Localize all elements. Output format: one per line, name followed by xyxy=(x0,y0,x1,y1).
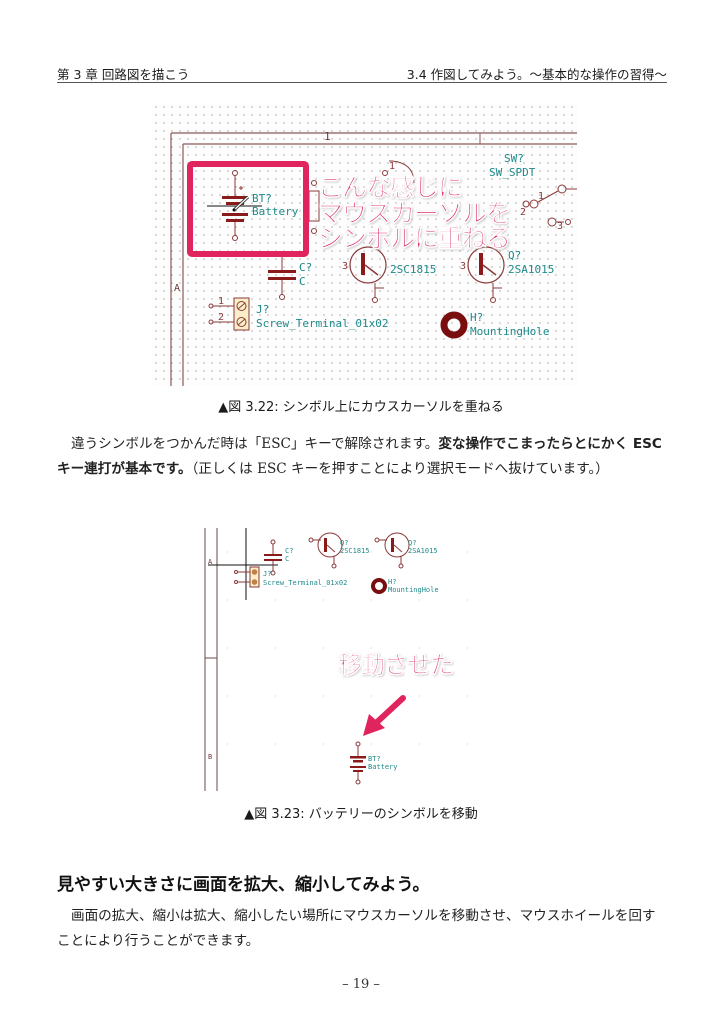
annotation-callout: こんな感じに マウスカーソルを シンボルに重ねる xyxy=(318,173,512,253)
sheet-row-a: A xyxy=(208,558,213,566)
transistor2-ref: Q? xyxy=(508,249,522,262)
fig2-transistor1-value: 2SC1815 xyxy=(340,547,370,555)
page-number: – 19 – xyxy=(342,977,380,992)
figure-3-23-schematic: A B C? C Q? 2SC1815 Q? 2SA1015 J? Screw_… xyxy=(203,528,468,791)
moved-annotation: 移動させた xyxy=(338,651,455,679)
capacitor-value: C xyxy=(299,275,306,288)
mounting-hole-ref: H? xyxy=(470,311,484,324)
figure-3-22-schematic: 1 A BT? Battery C? C 1 SW? SW_SPDT 1 2 3… xyxy=(152,103,577,386)
switch-pin-3: 3 xyxy=(557,221,564,232)
annotation-line-2: マウスカーソルを xyxy=(318,198,512,228)
connector-ref: J? xyxy=(256,303,270,316)
transistor2-pin: 3 xyxy=(460,261,467,272)
section-title-header: 3.4 作図してみよう。〜基本的な操作の習得〜 xyxy=(406,67,667,82)
sheet-row-label: A xyxy=(174,283,181,294)
fig2-capacitor-ref: C? xyxy=(285,547,294,555)
fig2-connector-value: Screw_Terminal_01x02 xyxy=(263,579,348,587)
fig2-battery-value: Battery xyxy=(368,763,398,771)
fig2-transistor2-ref: Q? xyxy=(408,539,417,547)
switch-pin-1: 1 xyxy=(538,191,545,202)
fig2-connector-ref: J? xyxy=(263,570,272,578)
schematic-drawing-2 xyxy=(204,528,410,791)
para-normal-1: 違うシンボルをつかんだ時は「ESC」キーで解除されます。 xyxy=(71,436,439,452)
annotation-line-1: こんな感じに xyxy=(318,173,464,202)
chapter-title: 第 3 章 回路図を描こう xyxy=(57,67,190,82)
transistor1-value: 2SC1815 xyxy=(390,263,437,276)
connector-pin-1: 1 xyxy=(218,296,225,307)
battery-ref: BT? xyxy=(252,192,272,205)
switch-value: SW_SPDT xyxy=(489,166,536,179)
figure-3-22-caption: ▲図 3.22: シンボル上にカウスカーソルを重ねる xyxy=(218,400,504,415)
sheet-row-b: B xyxy=(208,753,213,761)
section-heading: 見やすい大きさに画面を拡大、縮小してみよう。 xyxy=(57,875,430,895)
transistor2-value: 2SA1015 xyxy=(508,263,555,276)
fig2-capacitor-value: C xyxy=(285,555,290,563)
connector-pin-2: 2 xyxy=(218,312,225,323)
fig2-transistor2-value: 2SA1015 xyxy=(408,547,438,555)
fig2-battery-ref: BT? xyxy=(368,755,381,763)
body-paragraph-esc: 違うシンボルをつかんだ時は「ESC」キーで解除されます。変な操作でこまったらとに… xyxy=(57,432,669,482)
fig2-mounting-hole-ref: H? xyxy=(388,578,397,586)
resistor-pin: 1 xyxy=(389,161,396,172)
mounting-hole-value: MountingHole xyxy=(470,325,550,338)
running-header: 第 3 章 回路図を描こう 3.4 作図してみよう。〜基本的な操作の習得〜 xyxy=(57,62,667,83)
section-body: 画面の拡大、縮小は拡大、縮小したい場所にマウスカーソルを移動させ、マウスホイール… xyxy=(57,908,656,949)
figure-3-23-caption: ▲図 3.23: バッテリーのシンボルを移動 xyxy=(244,807,478,822)
battery-value: Battery xyxy=(252,205,299,218)
sheet-column-label: 1 xyxy=(324,130,331,143)
schematic-drawing xyxy=(170,132,577,386)
fig2-mounting-hole-value: MountingHole xyxy=(388,586,439,594)
capacitor-ref: C? xyxy=(299,261,313,274)
fig2-transistor1-ref: Q? xyxy=(340,539,349,547)
para-normal-2: （正しくは ESC キーを押すことにより選択モードへ抜けています。） xyxy=(191,461,609,477)
switch-pin-2: 2 xyxy=(520,207,527,218)
para-bold-tip: 変な操作でこまったらとにかく ESC キー連打が基本です。 xyxy=(57,436,662,477)
transistor1-pin: 3 xyxy=(342,261,349,272)
connector-value: Screw_Terminal_01x02 xyxy=(256,317,389,330)
annotation-line-3: シンボルに重ねる xyxy=(318,224,512,253)
switch-ref: SW? xyxy=(504,152,524,165)
